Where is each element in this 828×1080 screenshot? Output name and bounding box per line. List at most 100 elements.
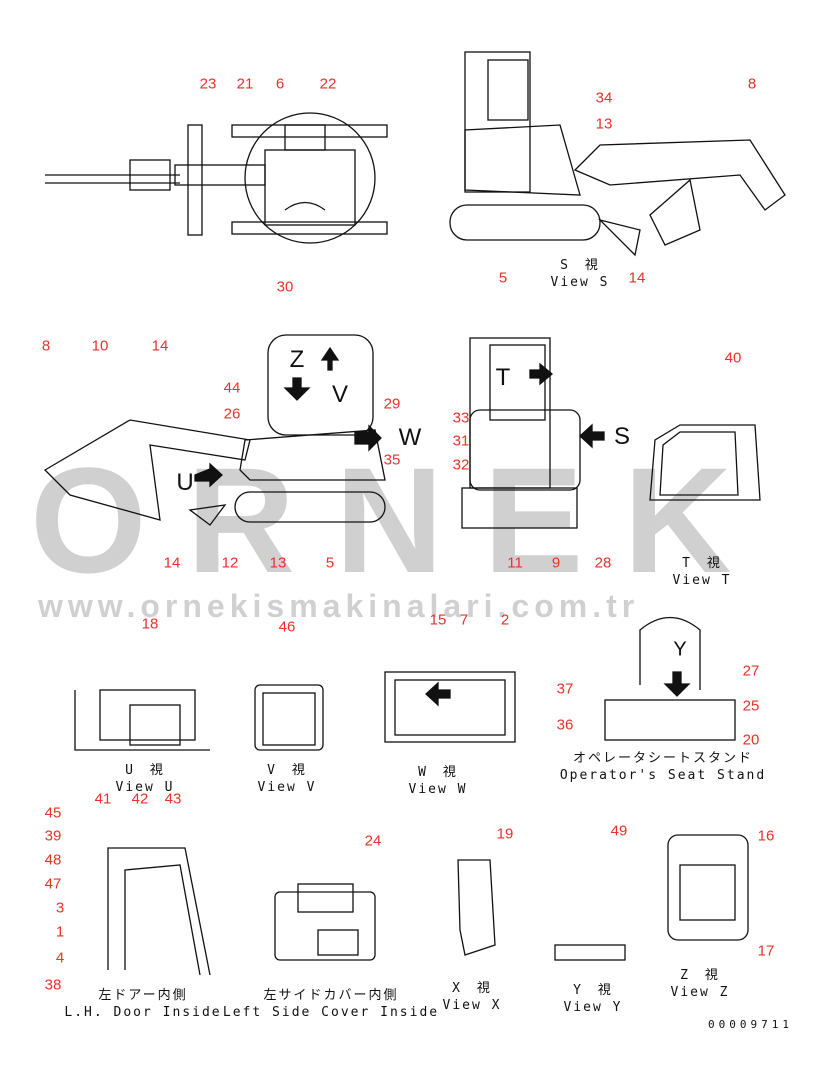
view-letter-y: Y [673, 638, 687, 661]
callout: 45 [44, 804, 62, 822]
callout: 19 [496, 825, 514, 843]
callout: 30 [276, 278, 294, 296]
side-view-s-drawing [449, 51, 786, 257]
callout: 46 [278, 618, 296, 636]
watermark-url: www.ornekismakinalari.com.tr [38, 588, 640, 624]
callout: 35 [383, 451, 401, 469]
caption-view-s: S 視 View S [551, 257, 610, 291]
callout: 20 [742, 731, 760, 749]
callout: 14 [151, 337, 169, 355]
caption-en: View W [408, 782, 468, 797]
callout: 9 [551, 554, 561, 572]
callout: 33 [452, 409, 470, 427]
caption-en: View U [115, 780, 175, 795]
callout: 39 [44, 827, 62, 845]
caption-jp: Z 視 [680, 968, 720, 983]
caption-en: L.H. Door Inside [64, 1005, 222, 1020]
callout: 1 [55, 923, 65, 941]
view-v-drawing [254, 684, 324, 751]
caption-door-inside: 左ドアー内側 L.H. Door Inside [64, 987, 221, 1021]
door-inside-drawing [107, 847, 211, 976]
callout: 34 [595, 89, 613, 107]
caption-view-x: X 視 View X [443, 980, 502, 1014]
caption-en: Operator's Seat Stand [559, 768, 767, 783]
caption-en: View Z [670, 985, 730, 1000]
view-x-drawing [457, 859, 496, 956]
callout: 41 [94, 790, 112, 808]
caption-jp: オペレータシートスタンド [572, 751, 753, 766]
callout: 8 [41, 337, 51, 355]
caption-jp: S 視 [560, 258, 600, 273]
callout: 10 [91, 337, 109, 355]
callout: 32 [452, 456, 470, 474]
view-letter-u: U [176, 469, 194, 496]
callout: 13 [269, 554, 287, 572]
callout: 47 [44, 875, 62, 893]
callout: 23 [199, 75, 217, 93]
callout: 16 [757, 827, 775, 845]
callout: 37 [556, 680, 574, 698]
caption-view-z: Z 視 View Z [671, 967, 730, 1001]
view-u-drawing [74, 689, 210, 751]
callout: 3 [55, 899, 65, 917]
caption-jp: T 視 [682, 556, 722, 571]
caption-jp: X 視 [452, 981, 492, 996]
side-view-left-drawing [43, 334, 386, 526]
callout: 5 [498, 269, 508, 287]
callout: 29 [383, 395, 401, 413]
view-y-drawing [554, 944, 626, 961]
side-cover-drawing [274, 883, 376, 961]
callout: 2 [500, 611, 510, 629]
callout: 5 [325, 554, 335, 572]
caption-en: View V [257, 780, 317, 795]
callout: 26 [223, 405, 241, 423]
callout: 36 [556, 716, 574, 734]
callout: 48 [44, 851, 62, 869]
callout: 13 [595, 115, 613, 133]
caption-seat-stand: オペレータシートスタンド Operator's Seat Stand [560, 750, 766, 784]
callout: 7 [459, 611, 469, 629]
caption-en: View X [442, 998, 502, 1013]
callout: 17 [757, 942, 775, 960]
caption-view-w: W 視 View W [409, 764, 468, 798]
callout: 24 [364, 832, 382, 850]
caption-en: View S [550, 275, 610, 290]
rear-view-drawing [461, 337, 605, 529]
view-letter-w: W [398, 424, 422, 451]
callout: 14 [628, 269, 646, 287]
caption-jp: 左サイドカバー内側 [263, 988, 399, 1003]
callout: 12 [221, 554, 239, 572]
view-w-drawing [384, 671, 516, 743]
view-letter-t: T [495, 364, 511, 391]
callout: 31 [452, 432, 470, 450]
callout: 28 [594, 554, 612, 572]
callout: 25 [742, 697, 760, 715]
callout: 21 [236, 75, 254, 93]
callout: 43 [164, 790, 182, 808]
callout: 27 [742, 662, 760, 680]
caption-jp: W 視 [418, 765, 458, 780]
drawing-code: 00009711 [708, 1018, 793, 1031]
callout: 38 [44, 976, 62, 994]
callout: 40 [724, 349, 742, 367]
callout: 42 [131, 790, 149, 808]
view-letter-s: S [613, 423, 631, 450]
caption-view-u: U 視 View U [116, 762, 175, 796]
callout: 4 [55, 949, 65, 967]
callout: 8 [747, 75, 757, 93]
view-letter-z: Z [289, 346, 305, 373]
watermark-logo: ORNEK [30, 436, 772, 604]
caption-jp: 左ドアー内側 [98, 988, 188, 1003]
caption-jp: U 視 [125, 763, 165, 778]
callout: 15 [429, 611, 447, 629]
top-view-drawing [45, 112, 388, 244]
callout: 22 [319, 75, 337, 93]
callout: 11 [507, 554, 523, 572]
callout: 44 [223, 379, 241, 397]
